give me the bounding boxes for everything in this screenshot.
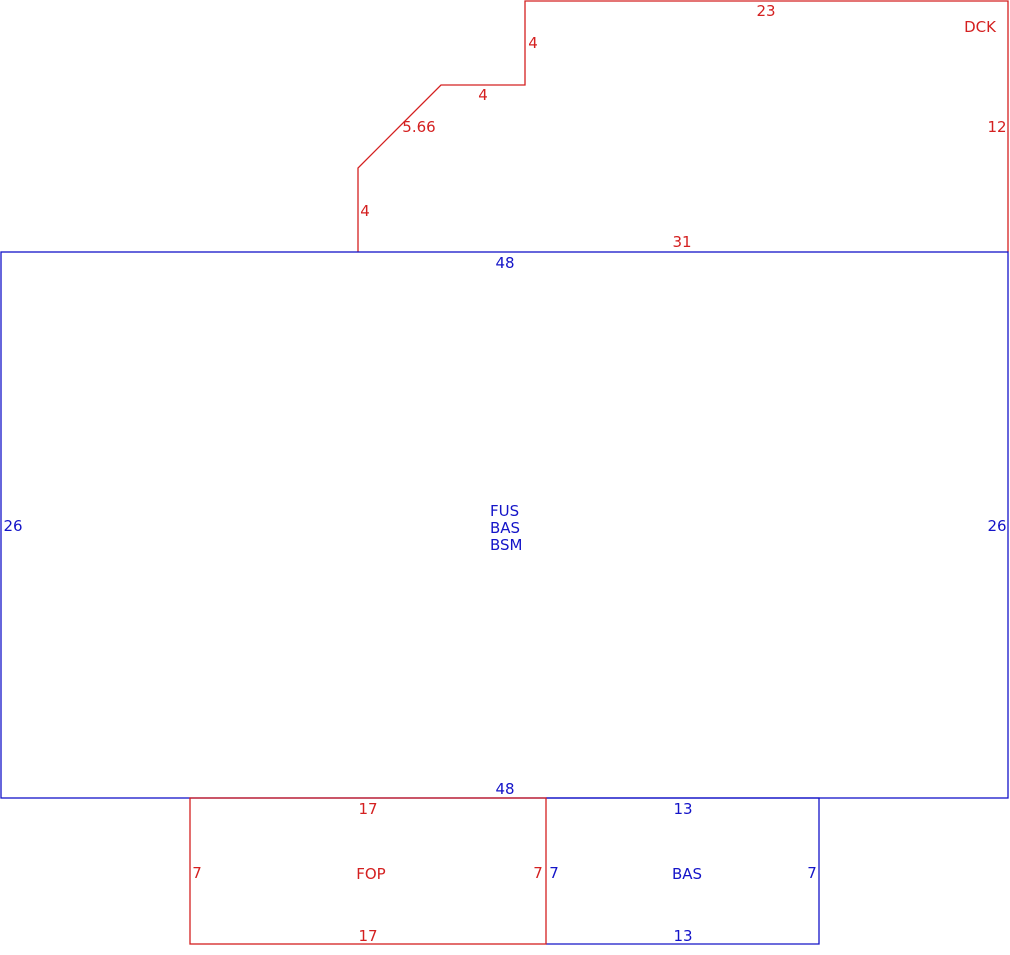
deck-dim-right: 12: [987, 118, 1006, 136]
deck-label: DCK: [964, 18, 997, 36]
porch-dim-left: 7: [192, 864, 202, 882]
deck-outline: [357, 0, 1009, 252]
main-area-label-2: BAS: [490, 519, 520, 537]
porch-dim-top: 17: [358, 800, 377, 818]
porch-label: FOP: [356, 865, 385, 883]
deck-dim-step-horizontal: 4: [478, 86, 488, 104]
main-dim-bottom: 48: [495, 780, 514, 798]
deck-dim-left: 4: [360, 202, 370, 220]
bas-addition-dim-right: 7: [807, 864, 817, 882]
bas-addition-dim-top: 13: [673, 800, 692, 818]
main-dim-top: 48: [495, 254, 514, 272]
porch-dim-right: 7: [533, 864, 543, 882]
main-area-label-1: FUS: [490, 502, 519, 520]
bas-addition-dim-bottom: 13: [673, 927, 692, 945]
porch-dim-bottom: 17: [358, 927, 377, 945]
main-dim-left: 26: [3, 517, 22, 535]
bas-addition-label: BAS: [672, 865, 702, 883]
main-dim-right: 26: [987, 517, 1006, 535]
deck-dim-upper-step: 4: [528, 34, 538, 52]
deck-dim-bottom: 31: [672, 233, 691, 251]
porch-outline: [189, 797, 547, 945]
bas-addition-outline: [546, 797, 820, 945]
deck-dim-diagonal: 5.66: [402, 118, 435, 136]
deck-dim-top: 23: [756, 2, 775, 20]
main-area-label-3: BSM: [490, 536, 523, 554]
bas-addition-dim-left: 7: [549, 864, 559, 882]
